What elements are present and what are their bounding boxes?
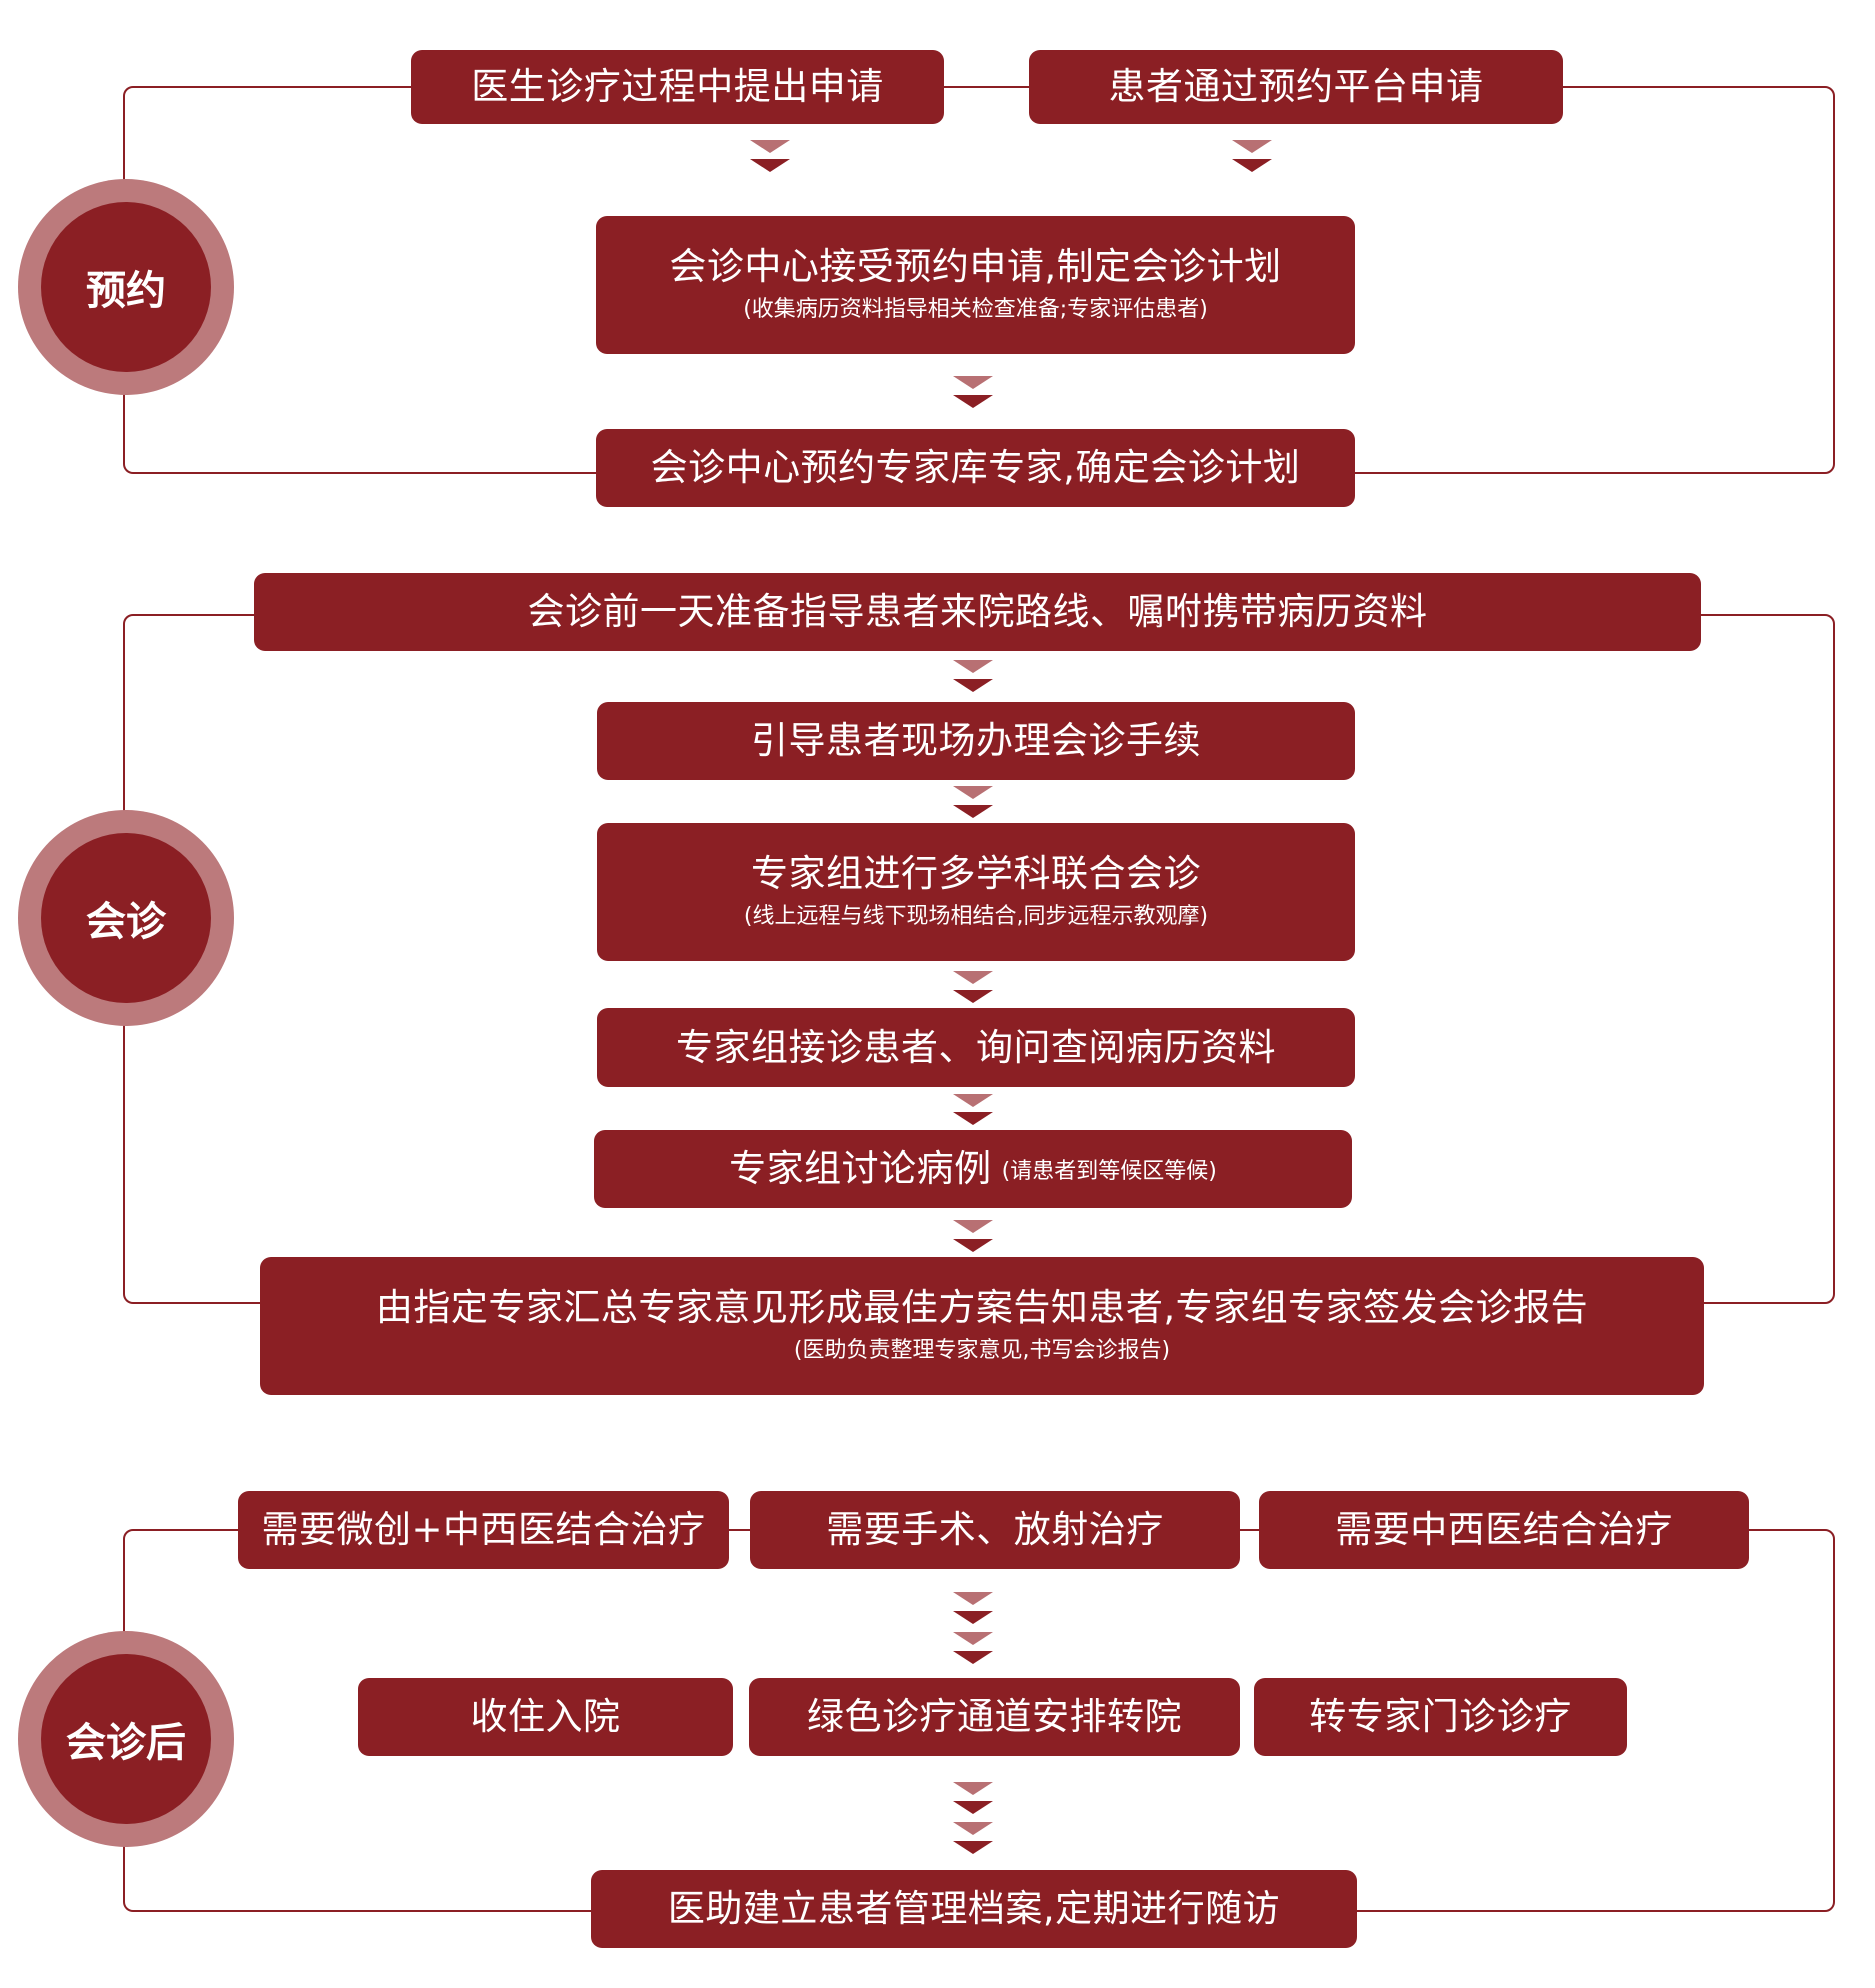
outcome-text: 转专家门诊诊疗 (1309, 1695, 1572, 1738)
report-text: 由指定专家汇总专家意见形成最佳方案告知患者,专家组专家签发会诊报告 (375, 1286, 1589, 1329)
arrow-down-icon (953, 376, 993, 389)
arrow-down-icon (953, 1801, 993, 1814)
arrow-down-icon (953, 805, 993, 818)
mdt-text: 专家组进行多学科联合会诊 (751, 852, 1201, 895)
prepare-text: 会诊前一天准备指导患者来院路线、嘱咐携带病历资料 (527, 590, 1428, 633)
followup-text: 医助建立患者管理档案,定期进行随访 (667, 1887, 1281, 1930)
arrow-down-icon (953, 1611, 993, 1624)
accept-request-box: 会诊中心接受预约申请,制定会诊计划 (收集病历资料指导相关检查准备;专家评估患者… (596, 216, 1355, 354)
outcome-text: 收住入院 (470, 1695, 621, 1738)
arrow-down-icon (953, 971, 993, 984)
discuss-box: 专家组讨论病例 (请患者到等候区等候) (594, 1130, 1352, 1208)
prepare-box: 会诊前一天准备指导患者来院路线、嘱咐携带病历资料 (254, 573, 1701, 651)
need-box: 需要中西医结合治疗 (1259, 1491, 1749, 1569)
arrow-down-icon (1232, 140, 1272, 153)
after-stage-badge: 会诊后 (18, 1631, 234, 1847)
arrow-down-icon (953, 395, 993, 408)
outcome-box: 收住入院 (358, 1678, 733, 1756)
arrow-down-icon (953, 1651, 993, 1664)
outcome-box: 转专家门诊诊疗 (1254, 1678, 1627, 1756)
mdt-note: (线上远程与线下现场相结合,同步远程示教观摩) (743, 904, 1209, 929)
arrow-down-icon (953, 1782, 993, 1795)
arrow-down-icon (750, 140, 790, 153)
need-box: 需要手术、放射治疗 (750, 1491, 1240, 1569)
arrow-down-icon (953, 1592, 993, 1605)
need-text: 需要微创+中西医结合治疗 (261, 1508, 706, 1551)
arrow-down-icon (953, 1112, 993, 1125)
mdt-box: 专家组进行多学科联合会诊 (线上远程与线下现场相结合,同步远程示教观摩) (597, 823, 1355, 961)
consultation-stage-label: 会诊 (41, 833, 211, 1003)
accept-request-note: (收集病历资料指导相关检查准备;专家评估患者) (743, 297, 1208, 322)
arrow-down-icon (953, 1094, 993, 1107)
arrow-down-icon (953, 1632, 993, 1645)
arrow-down-icon (953, 660, 993, 673)
after-stage-label: 会诊后 (41, 1654, 211, 1824)
arrow-down-icon (953, 1822, 993, 1835)
arrow-down-icon (953, 786, 993, 799)
report-box: 由指定专家汇总专家意见形成最佳方案告知患者,专家组专家签发会诊报告 (医助负责整… (260, 1257, 1704, 1395)
receive-text: 专家组接诊患者、询问查阅病历资料 (676, 1025, 1276, 1069)
request-patient-text: 患者通过预约平台申请 (1108, 65, 1484, 108)
booking-stage-badge: 预约 (18, 179, 234, 395)
request-doctor-box: 医生诊疗过程中提出申请 (411, 50, 944, 124)
arrow-down-icon (953, 679, 993, 692)
need-text: 需要中西医结合治疗 (1335, 1508, 1673, 1551)
report-note: (医助负责整理专家意见,书写会诊报告) (793, 1338, 1171, 1363)
arrow-down-icon (953, 1239, 993, 1252)
arrow-down-icon (953, 990, 993, 1003)
arrow-down-icon (750, 159, 790, 172)
need-box: 需要微创+中西医结合治疗 (238, 1491, 729, 1569)
arrow-down-icon (953, 1841, 993, 1854)
procedures-text: 引导患者现场办理会诊手续 (751, 719, 1201, 762)
consultation-stage-badge: 会诊 (18, 810, 234, 1026)
procedures-box: 引导患者现场办理会诊手续 (597, 702, 1355, 780)
receive-box: 专家组接诊患者、询问查阅病历资料 (597, 1008, 1355, 1087)
request-doctor-text: 医生诊疗过程中提出申请 (471, 65, 884, 108)
accept-request-text: 会诊中心接受预约申请,制定会诊计划 (669, 245, 1282, 288)
arrow-down-icon (1232, 159, 1272, 172)
need-text: 需要手术、放射治疗 (826, 1508, 1164, 1551)
book-experts-box: 会诊中心预约专家库专家,确定会诊计划 (596, 429, 1355, 507)
outcome-text: 绿色诊疗通道安排转院 (807, 1695, 1182, 1738)
arrow-down-icon (953, 1220, 993, 1233)
discuss-text: 专家组讨论病例 (729, 1147, 992, 1190)
booking-stage-label: 预约 (41, 202, 211, 372)
outcome-box: 绿色诊疗通道安排转院 (749, 1678, 1240, 1756)
followup-box: 医助建立患者管理档案,定期进行随访 (591, 1870, 1357, 1948)
discuss-note: (请患者到等候区等候) (1001, 1159, 1217, 1184)
book-experts-text: 会诊中心预约专家库专家,确定会诊计划 (650, 446, 1301, 489)
request-patient-box: 患者通过预约平台申请 (1029, 50, 1563, 124)
